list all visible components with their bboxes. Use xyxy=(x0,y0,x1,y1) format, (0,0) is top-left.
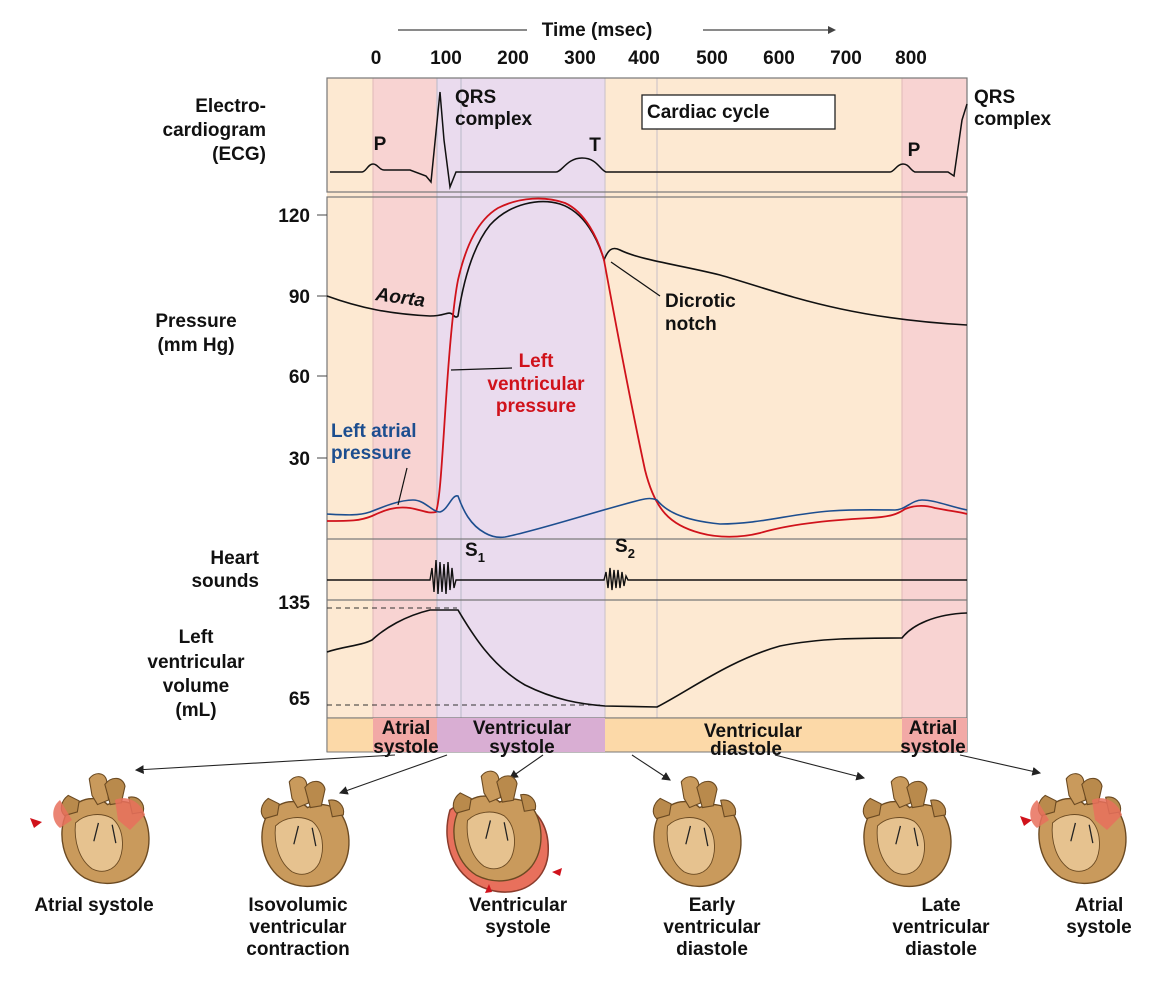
lv-pressure-pointer xyxy=(450,367,513,371)
volume-label-2: ventricular xyxy=(147,652,245,673)
ecg-t-wave-label: T xyxy=(589,135,601,156)
ecg-label-1: Electro- xyxy=(195,96,266,117)
time-axis-title: Time (msec) xyxy=(542,20,653,41)
cardiac-cycle-label: Cardiac cycle xyxy=(647,102,770,123)
caption-early-diastole-3: diastole xyxy=(676,939,748,960)
dicrotic-notch-label-2: notch xyxy=(665,314,717,335)
time-arrow-head xyxy=(828,26,836,34)
s1-label: S1 xyxy=(465,540,485,565)
heart-ventricular-systole-icon xyxy=(446,770,562,893)
phase-atrial-systole-1-line2: systole xyxy=(373,737,438,758)
phase-bar: Atrial systole Ventricular systole Ventr… xyxy=(326,717,968,760)
dicrotic-notch-label-1: Dicrotic xyxy=(665,291,736,312)
caption-atrial-systole-1: Atrial systole xyxy=(34,895,153,916)
volume-label-1: Left xyxy=(179,627,215,648)
ecg-qrs-label-1-line1: QRS xyxy=(455,87,496,108)
atrial-systole-band-2 xyxy=(902,78,967,752)
pressure-label-2: (mm Hg) xyxy=(157,335,234,356)
time-tick-600: 600 xyxy=(763,48,795,69)
ecg-p-wave-label-1: P xyxy=(374,134,387,155)
heart-late-diastole-icon xyxy=(862,775,952,888)
heart-early-diastole-icon xyxy=(652,775,742,888)
dicrotic-pointer xyxy=(610,261,661,297)
lv-pressure-label-3: pressure xyxy=(496,396,576,417)
caption-early-diastole-1: Early xyxy=(689,895,736,916)
caption-late-diastole-2: ventricular xyxy=(892,917,990,938)
lv-pressure-label-2: ventricular xyxy=(487,374,585,395)
pressure-tick-120: 120 xyxy=(278,206,310,227)
la-pressure-curve xyxy=(326,495,968,539)
s2-label: S2 xyxy=(615,536,635,561)
heart-sounds-trace xyxy=(327,559,967,595)
caption-late-diastole-1: Late xyxy=(921,895,960,916)
heart-atrial-systole-1-icon xyxy=(30,772,150,885)
caption-isovolumic-1: Isovolumic xyxy=(248,895,348,916)
heart-sounds-label-2: sounds xyxy=(191,571,259,592)
ecg-label-2: cardiogram xyxy=(163,120,266,141)
caption-atrial-systole-2-line1: Atrial xyxy=(1075,895,1124,916)
aorta-pressure-curve xyxy=(326,200,968,326)
ecg-p-wave-label-2: P xyxy=(908,140,921,161)
lv-pressure-curve xyxy=(326,197,968,538)
la-pressure-pointer xyxy=(397,467,408,506)
volume-label-3: volume xyxy=(163,676,230,697)
volume-tick-135: 135 xyxy=(278,593,310,614)
heart-sounds-label-1: Heart xyxy=(210,548,259,569)
time-axis-ticks: 0 100 200 300 400 500 600 700 800 xyxy=(371,48,927,69)
cardiac-cycle-box xyxy=(641,94,836,130)
volume-label-4: (mL) xyxy=(175,700,216,721)
volume-tick-65: 65 xyxy=(289,689,311,710)
phase-ventricular-systole-line2: systole xyxy=(489,737,554,758)
ecg-qrs-label-1-line2: complex xyxy=(455,109,533,130)
time-tick-500: 500 xyxy=(696,48,728,69)
time-tick-700: 700 xyxy=(830,48,862,69)
time-tick-800: 800 xyxy=(895,48,927,69)
caption-ventricular-systole-1: Ventricular xyxy=(469,895,568,916)
caption-atrial-systole-2-line2: systole xyxy=(1066,917,1131,938)
phase-ventricular-diastole-line1: Ventricular xyxy=(704,721,803,742)
heart-atrial-systole-2-icon xyxy=(1020,772,1127,885)
caption-isovolumic-3: contraction xyxy=(246,939,349,960)
lv-volume-curve xyxy=(326,609,968,708)
ecg-qrs-label-2-line1: QRS xyxy=(974,87,1015,108)
pressure-tick-30: 30 xyxy=(289,449,310,470)
caption-early-diastole-2: ventricular xyxy=(663,917,761,938)
time-tick-0: 0 xyxy=(371,48,382,69)
time-tick-100: 100 xyxy=(430,48,462,69)
ventricular-systole-band xyxy=(437,78,605,752)
ecg-label-3: (ECG) xyxy=(212,144,266,165)
time-tick-200: 200 xyxy=(497,48,529,69)
la-pressure-label-1: Left atrial xyxy=(331,421,417,442)
caption-late-diastole-3: diastole xyxy=(905,939,977,960)
phase-atrial-systole-2-line1: Atrial xyxy=(909,718,958,739)
phase-background xyxy=(327,78,967,752)
atrial-systole-band-1 xyxy=(373,78,437,752)
phase-atrial-systole-1-line1: Atrial xyxy=(382,718,431,739)
phase-arrows xyxy=(134,754,1042,795)
caption-ventricular-systole-2: systole xyxy=(485,917,550,938)
time-tick-400: 400 xyxy=(628,48,660,69)
ecg-trace xyxy=(330,91,968,190)
lv-pressure-label-1: Left xyxy=(519,351,555,372)
phase-ventricular-systole-line1: Ventricular xyxy=(473,718,572,739)
pressure-tick-90: 90 xyxy=(289,287,310,308)
caption-isovolumic-2: ventricular xyxy=(249,917,347,938)
pressure-label-1: Pressure xyxy=(155,311,236,332)
ecg-qrs-label-2-line2: complex xyxy=(974,109,1052,130)
time-tick-300: 300 xyxy=(564,48,596,69)
pressure-tick-60: 60 xyxy=(289,367,310,388)
la-pressure-label-2: pressure xyxy=(331,443,411,464)
heart-isovolumic-contraction-icon xyxy=(260,775,350,888)
phase-atrial-systole-2-line2: systole xyxy=(900,737,965,758)
phase-ventricular-diastole-line2: diastole xyxy=(710,739,782,760)
